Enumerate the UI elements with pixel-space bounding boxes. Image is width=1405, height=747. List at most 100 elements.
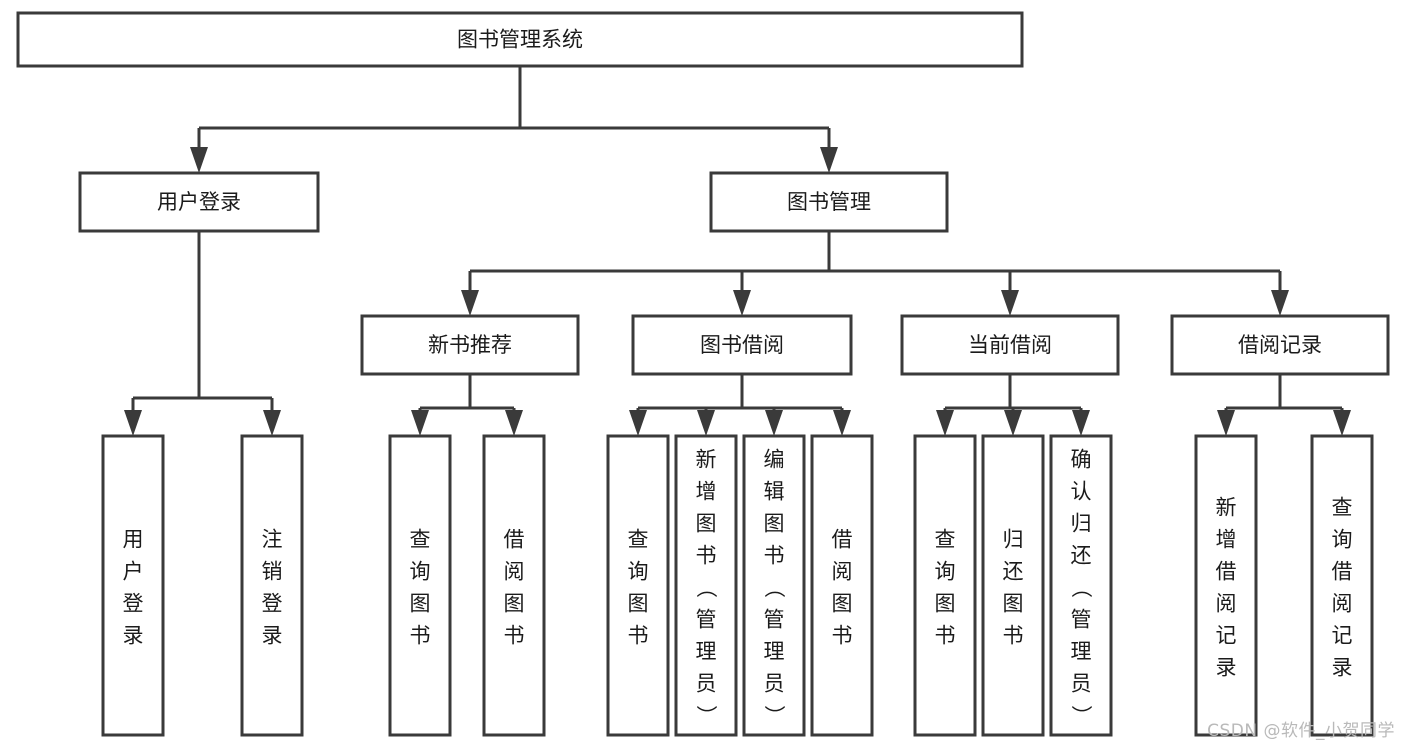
arrow-head-icon bbox=[733, 290, 751, 316]
leaf-label-char: 借 bbox=[1332, 559, 1353, 583]
node-level2-label-1: 图书管理 bbox=[787, 190, 871, 214]
leaf-label-char: 录 bbox=[123, 623, 144, 647]
leaf-label-char: 查 bbox=[628, 527, 649, 551]
leaf-label-char: （ bbox=[694, 577, 718, 598]
arrow-head-icon bbox=[1001, 290, 1019, 316]
leaf-label-char: 书 bbox=[832, 623, 853, 647]
node-leaf-box-1[interactable] bbox=[240, 434, 304, 737]
leaf-label-char: 登 bbox=[123, 591, 144, 615]
leaf-label-char: ） bbox=[694, 705, 718, 726]
leaf-label-char: 书 bbox=[504, 623, 525, 647]
node-level3-label-0: 新书推荐 bbox=[428, 333, 512, 357]
node-level3-box-1[interactable] bbox=[631, 314, 853, 376]
leaf-label-char: 还 bbox=[1003, 559, 1024, 583]
leaf-label-char: 书 bbox=[410, 623, 431, 647]
node-leaf-box-0[interactable] bbox=[101, 434, 165, 737]
leaf-label-char: 录 bbox=[262, 623, 283, 647]
node-leaf-box-11[interactable] bbox=[1194, 434, 1258, 737]
arrow-head-icon bbox=[1333, 410, 1351, 436]
leaf-label-char: 辑 bbox=[764, 479, 785, 503]
leaf-label-char: ） bbox=[762, 705, 786, 726]
leaf-label-char: 图 bbox=[504, 591, 525, 615]
leaf-label-char: ） bbox=[1069, 705, 1093, 726]
arrow-head-icon bbox=[1072, 410, 1090, 436]
leaf-label-char: 查 bbox=[1332, 495, 1353, 519]
node-leaf-box-7[interactable] bbox=[810, 434, 874, 737]
leaf-label-char: 询 bbox=[410, 559, 431, 583]
arrow-head-icon bbox=[263, 410, 281, 436]
leaf-label-char: 确 bbox=[1071, 447, 1092, 471]
leaf-label-char: 注 bbox=[262, 527, 283, 551]
leaf-label-char: 阅 bbox=[1216, 591, 1237, 615]
leaf-label-char: 员 bbox=[1071, 671, 1092, 695]
leaf-label-char: 新 bbox=[1216, 495, 1237, 519]
leaf-label-char: 书 bbox=[696, 543, 717, 567]
leaf-label-char: 录 bbox=[1332, 655, 1353, 679]
leaf-label-char: 理 bbox=[696, 639, 717, 663]
leaf-label-char: 书 bbox=[628, 623, 649, 647]
leaf-label-char: 查 bbox=[935, 527, 956, 551]
leaf-label-char: 销 bbox=[262, 559, 283, 583]
leaf-label-char: 增 bbox=[1216, 527, 1237, 551]
leaf-label-char: （ bbox=[762, 577, 786, 598]
leaf-label-char: 书 bbox=[764, 543, 785, 567]
leaf-label-char: 图 bbox=[628, 591, 649, 615]
leaf-label-char: 图 bbox=[410, 591, 431, 615]
arrow-head-icon bbox=[1271, 290, 1289, 316]
node-level3-box-0[interactable] bbox=[360, 314, 580, 376]
arrow-head-icon bbox=[461, 290, 479, 316]
leaf-label-char: 用 bbox=[123, 527, 144, 551]
node-level3-label-2: 当前借阅 bbox=[968, 333, 1052, 357]
arrow-head-icon bbox=[1004, 410, 1022, 436]
leaf-label-char: 员 bbox=[764, 671, 785, 695]
node-leaf-box-8[interactable] bbox=[913, 434, 977, 737]
node-leaf-box-6[interactable] bbox=[742, 434, 806, 737]
node-leaf-box-3[interactable] bbox=[482, 434, 546, 737]
node-leaf-box-4[interactable] bbox=[606, 434, 670, 737]
node-leaf-box-2[interactable] bbox=[388, 434, 452, 737]
arrow-head-icon bbox=[833, 410, 851, 436]
leaf-label-char: 询 bbox=[628, 559, 649, 583]
leaf-label-char: 阅 bbox=[832, 559, 853, 583]
leaf-label-char: 书 bbox=[935, 623, 956, 647]
leaf-label-char: 录 bbox=[1216, 655, 1237, 679]
arrow-head-icon bbox=[505, 410, 523, 436]
arrow-head-icon bbox=[190, 147, 208, 173]
arrow-head-icon bbox=[124, 410, 142, 436]
node-level3-box-3[interactable] bbox=[1170, 314, 1390, 376]
arrow-head-icon bbox=[820, 147, 838, 173]
leaf-label-char: 还 bbox=[1071, 543, 1092, 567]
node-root-box[interactable] bbox=[16, 11, 1024, 68]
node-level2-box-0[interactable] bbox=[78, 171, 320, 233]
node-layer: 图书管理系统用户登录图书管理新书推荐图书借阅当前借阅借阅记录用户登录注销登录查询… bbox=[16, 11, 1390, 737]
arrow-head-icon bbox=[936, 410, 954, 436]
leaf-label-char: 书 bbox=[1003, 623, 1024, 647]
node-level2-box-1[interactable] bbox=[709, 171, 949, 233]
leaf-label-char: 图 bbox=[832, 591, 853, 615]
node-leaf-box-9[interactable] bbox=[981, 434, 1045, 737]
node-leaf-box-10[interactable] bbox=[1049, 434, 1113, 737]
leaf-label-char: 询 bbox=[935, 559, 956, 583]
leaf-label-char: 阅 bbox=[1332, 591, 1353, 615]
leaf-label-char: 询 bbox=[1332, 527, 1353, 551]
node-leaf-box-5[interactable] bbox=[674, 434, 738, 737]
arrow-head-icon bbox=[629, 410, 647, 436]
node-leaf-box-12[interactable] bbox=[1310, 434, 1374, 737]
node-level2-label-0: 用户登录 bbox=[157, 190, 241, 214]
leaf-label-char: 图 bbox=[764, 511, 785, 535]
leaf-label-char: 借 bbox=[832, 527, 853, 551]
leaf-label-char: 管 bbox=[764, 607, 785, 631]
leaf-label-char: 借 bbox=[1216, 559, 1237, 583]
node-level3-box-2[interactable] bbox=[900, 314, 1120, 376]
leaf-label-char: 认 bbox=[1071, 479, 1092, 503]
node-level3-label-1: 图书借阅 bbox=[700, 333, 784, 357]
leaf-label-char: 图 bbox=[935, 591, 956, 615]
